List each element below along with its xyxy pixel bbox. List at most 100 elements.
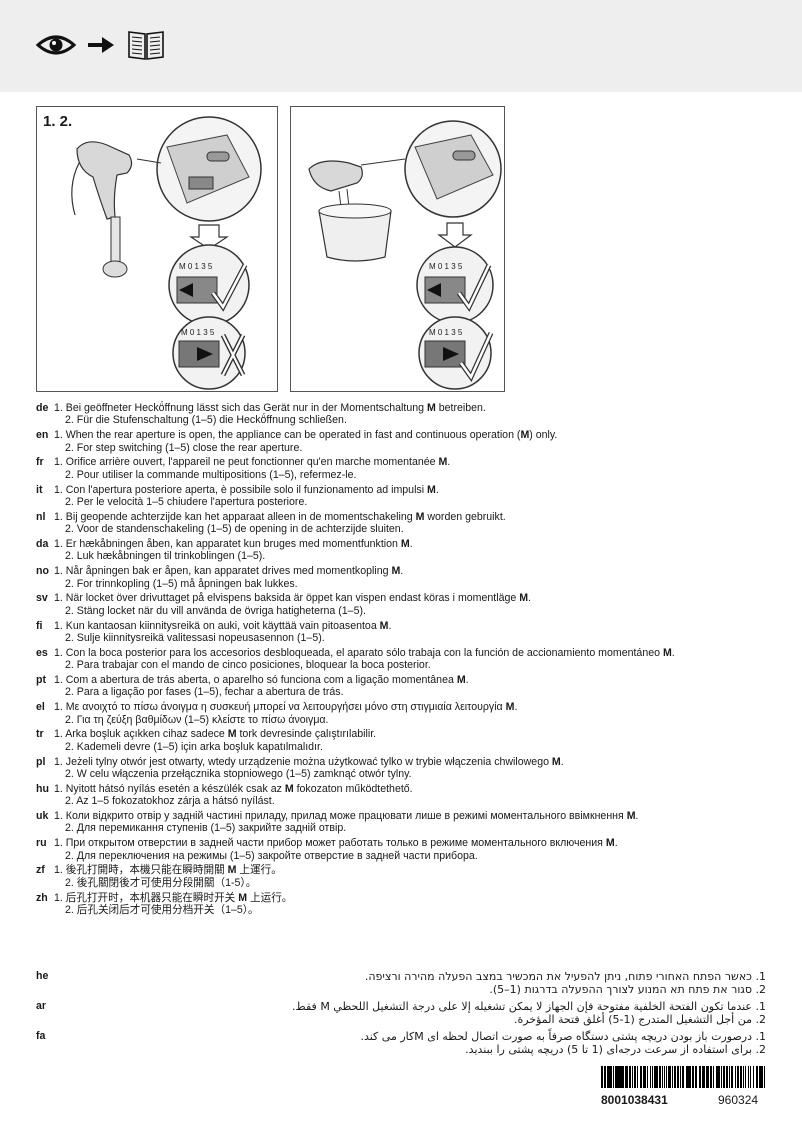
lang-code: he xyxy=(36,970,49,982)
lang-block-tr: tr 1. Arka boşluk açıkken cihaz sadece M … xyxy=(36,728,766,753)
instruction-text: 1. Bei geöffneter Heckö́ffnung lässt sic… xyxy=(54,402,427,414)
mode-symbol: M xyxy=(227,864,237,877)
instruction-text: 1. 后孔打开时，本机器只能在瞬时开关 xyxy=(54,891,239,904)
lang-code: nl xyxy=(36,510,46,523)
instruction-line: 1. Når åpningen bak er åpen, kan apparat… xyxy=(54,565,766,577)
instruction-line: 2. Az 1–5 fokozatokhoz zárja a hátsó nyí… xyxy=(54,795,766,807)
instruction-line: 2. Für die Stufenschaltung (1–5) die Hec… xyxy=(54,414,766,426)
instruction-text: 1. Kun kantaosan kiinnitysreikä on auki,… xyxy=(54,619,380,632)
instruction-line: 1. Bei geöffneter Heckö́ffnung lässt sic… xyxy=(54,402,766,414)
instruction-line: 1. Коли відкрито отвір у задній частині … xyxy=(54,810,766,822)
instruction-line: 2. Para trabajar con el mando de cinco p… xyxy=(54,659,766,671)
instruction-text: 1. Orifice arrière ouvert, l'appareil ne… xyxy=(54,456,439,469)
instruction-text: 1. Er hækåbningen åben, kan apparatet ku… xyxy=(54,538,401,551)
barcode-bar xyxy=(647,1066,649,1088)
instruction-line: 1. When the rear aperture is open, the a… xyxy=(54,429,766,441)
instruction-line: 2. Para a ligação por fases (1–5), fecha… xyxy=(54,686,766,698)
barcode-bar xyxy=(685,1066,688,1088)
lang-code: zf xyxy=(36,864,45,877)
lang-code: zh xyxy=(36,891,48,904)
barcode-bar xyxy=(744,1066,747,1088)
barcode-bar xyxy=(652,1066,653,1088)
lang-code: en xyxy=(36,429,49,442)
instruction-text: 1. 後孔打開時，本機只能在瞬時開關 xyxy=(54,864,228,877)
instruction-text: 2. 後孔關閉後才可使用分段開關（1-5）。 xyxy=(65,876,257,889)
mode-symbol: M xyxy=(227,728,237,741)
instruction-text: 2. Per le velocità 1–5 chiudere l'apertu… xyxy=(65,496,308,509)
instruction-text: . xyxy=(635,810,639,823)
mode-symbol: M xyxy=(605,837,615,850)
barcode-bar xyxy=(726,1066,729,1088)
lang-block-ar: ar 1. عندما تكون الفتحة الخلفية مفتوحة ف… xyxy=(36,1000,766,1027)
lang-code: da xyxy=(36,538,49,551)
instruction-line: 2. For step switching (1–5) close the re… xyxy=(54,442,766,454)
instruction-text: 1. Bij geopende achterzijde kan het appa… xyxy=(54,510,416,523)
lang-code: pl xyxy=(36,755,46,768)
barcode-bar xyxy=(763,1066,765,1088)
barcode-bar xyxy=(737,1066,740,1088)
barcode-bar xyxy=(734,1066,736,1088)
instruction-text: . xyxy=(528,592,531,605)
instruction-text: . xyxy=(560,755,564,768)
instruction-text: . xyxy=(400,565,404,578)
instruction-line: 1. 後孔打開時，本機只能在瞬時開關 M 上運行。 xyxy=(54,864,766,876)
mode-symbol: M xyxy=(427,483,436,496)
barcode-bar xyxy=(759,1066,761,1088)
barcode-bar xyxy=(649,1066,651,1088)
barcode-bar xyxy=(629,1066,631,1088)
mode-symbol: M xyxy=(438,456,448,469)
lang-code: tr xyxy=(36,728,44,741)
instruction-text: 1. Με ανοιχτό το πίσω άνοιγμα η συσκευή … xyxy=(54,701,506,714)
mode-symbol: M xyxy=(415,510,425,523)
barcode-bar xyxy=(615,1066,618,1088)
instruction-text: . xyxy=(435,483,439,496)
lang-code: sv xyxy=(36,592,48,605)
instruction-line: 2. Per le velocità 1–5 chiudere l'apertu… xyxy=(54,496,766,508)
barcode-bar xyxy=(695,1066,697,1088)
mode-symbol: M xyxy=(456,674,466,687)
barcode-bar xyxy=(655,1066,658,1088)
instruction-line: 2. For trinnkopling (1–5) må åpningen ba… xyxy=(54,578,766,590)
instruction-text: 2. Sulje kiinnitysreikä valitessasi nope… xyxy=(65,632,325,645)
barcode-bar xyxy=(722,1066,726,1088)
lang-block-da: da 1. Er hækåbningen åben, kan apparatet … xyxy=(36,538,766,563)
barcode-bar xyxy=(752,1066,755,1088)
instruction-text: 1. Con l'apertura posteriore aperta, è p… xyxy=(54,483,428,496)
switch-scale-text: M 0 1 3 5 xyxy=(179,262,213,271)
instruction-text: 2. Для переключения на режимы (1–5) закр… xyxy=(65,849,478,862)
instruction-text: 1. När locket över drivuttaget på elvisp… xyxy=(54,592,520,605)
barcode-bar xyxy=(667,1066,669,1088)
instruction-line: 1. Arka boşluk açıkken cihaz sadece M to… xyxy=(54,728,766,740)
instruction-line: 2. من أجل التشغيل المتدرج (1-5) أغلق فتح… xyxy=(513,1013,766,1027)
instruction-line: 2. Kademeli devre (1–5) için arka boşluk… xyxy=(54,741,766,753)
instruction-line: 1. Orifice arrière ouvert, l'appareil ne… xyxy=(54,456,766,468)
instruction-line: 2. סגור את פתח תא המנוע לצורך ההפעלה בדר… xyxy=(489,983,766,997)
barcode-bar xyxy=(671,1066,674,1088)
instruction-line: 1. Con l'apertura posteriore aperta, è p… xyxy=(54,484,766,496)
lang-block-en: en 1. When the rear aperture is open, the… xyxy=(36,429,766,454)
instruction-line: 2. Για τη ζεύξη βαθμίδων (1–5) κλείστε τ… xyxy=(54,714,766,726)
instruction-line: 2. 後孔關閉後才可使用分段開關（1-5）。 xyxy=(54,877,766,889)
instruction-text: 1. Nyitott hátsó nyílás esetén a készülé… xyxy=(54,782,285,795)
lang-code: no xyxy=(36,565,49,578)
mode-symbol: M xyxy=(626,810,636,823)
barcode-bar xyxy=(631,1066,633,1088)
instruction-line: 1. Er hækåbningen åben, kan apparatet ku… xyxy=(54,538,766,550)
barcode-bar xyxy=(625,1066,628,1088)
switch-scale-text: M 0 1 3 5 xyxy=(181,328,215,337)
eye-icon xyxy=(36,35,76,55)
instruction-text: 2. Voor de standenschakeling (1–5) de op… xyxy=(65,523,404,536)
instruction-line: 1. Con la boca posterior para los acceso… xyxy=(54,647,766,659)
instruction-line: 1. Nyitott hátsó nyílás esetén a készülé… xyxy=(54,783,766,795)
instruction-text: 1. Arka boşluk açıkken cihaz sadece xyxy=(54,728,228,741)
mode-symbol: M xyxy=(391,565,401,578)
stand-mixer-illustration: M 0 1 3 5 M 0 1 3 5 xyxy=(308,120,502,390)
barcode-bar xyxy=(740,1066,742,1088)
instruction-line: 1. Bij geopende achterzijde kan het appa… xyxy=(54,511,766,523)
instruction-text: 2. 后孔关闭后才可使用分档开关（1–5）。 xyxy=(65,904,259,917)
